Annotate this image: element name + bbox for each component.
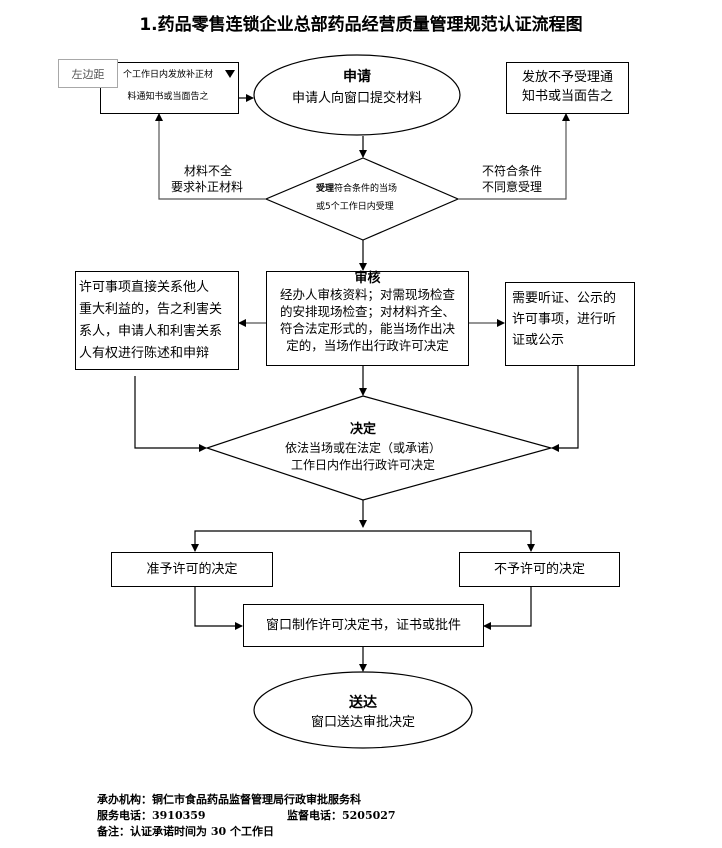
stakeholder-line: 系人，申请人和利害关系 (79, 324, 223, 339)
produce-box: 窗口制作许可决定书，证书或批件 (243, 604, 484, 647)
footer-agency: 承办机构：铜仁市食品药品监督管理局行政审批服务科 (97, 793, 361, 806)
deliver-text: 窗口送达审批决定 (310, 715, 415, 730)
review-line: 定的，当场作出行政许可决定 (286, 338, 449, 353)
correction-notice-box (100, 62, 239, 114)
arrow-hearing-to-decide (551, 365, 579, 452)
review-line: 经办人审核资料；对需现场检查 (279, 287, 455, 302)
arrow-stakeholder-to-decide (134, 376, 207, 452)
arrow-deny-to-produce (483, 586, 532, 630)
correction-notice-line2: 料通知书或当面告之 (127, 92, 209, 102)
left-margin-tag: 左边距 (58, 59, 118, 88)
supervise-phone-value: 5205027 (342, 809, 396, 822)
service-phone-value: 3910359 (152, 809, 206, 822)
incomplete-label-line2: 要求补正材料 (171, 180, 244, 194)
decide-heading: 决定 (349, 422, 376, 437)
review-line: 符合法定形式的，能当场作出决 (279, 321, 455, 336)
grant-box: 准予许可的决定 (111, 552, 273, 587)
deliver-heading: 送达 (349, 695, 377, 711)
reject-notice-line2: 知书或当面告之 (521, 89, 613, 104)
apply-heading: 申请 (343, 69, 371, 85)
review-line: 的安排现场检查；对材料齐全、 (279, 304, 455, 319)
stakeholder-line: 许可事项直接关系他人 (79, 280, 210, 295)
footer-supervise-phone: 监督电话：5205027 (287, 808, 396, 824)
hearing-line: 需要听证、公示的 (512, 291, 617, 306)
not-qualified-label-line1: 不符合条件 (482, 164, 543, 178)
accept-heading: 受理 (316, 184, 335, 194)
reject-notice-line1: 发放不予受理通 (521, 70, 613, 85)
incomplete-label-line1: 材料不全 (184, 164, 233, 178)
apply-ellipse (253, 54, 461, 136)
arrow-not-qualified (458, 113, 570, 200)
accept-line2: 或5个工作日内受理 (316, 202, 394, 212)
decide-line2: 工作日内作出行政许可决定 (290, 458, 435, 472)
service-phone-label: 服务电话： (97, 809, 152, 822)
deny-text: 不予许可的决定 (493, 562, 585, 577)
review-heading: 审核 (354, 271, 381, 286)
deny-box: 不予许可的决定 (459, 552, 620, 587)
arrow-down-icon (225, 70, 235, 78)
correction-notice-line1: 个工作日内发放补正材 (122, 70, 213, 80)
supervise-phone-label: 监督电话： (287, 809, 342, 822)
stakeholder-line: 重大利益的，告之利害关 (79, 302, 223, 317)
arrow-incomplete (155, 113, 266, 200)
hearing-line: 证或公示 (512, 333, 565, 348)
accept-text: 受理符合条件的当场 (316, 180, 397, 198)
deliver-ellipse (253, 671, 473, 749)
footer-service-phone: 服务电话：3910359 (97, 808, 206, 824)
hearing-box: 需要听证、公示的 许可事项，进行听 证或公示 (505, 282, 635, 366)
accept-line1: 符合条件的当场 (334, 184, 398, 194)
arrow-split-to-grant (191, 530, 363, 552)
page-title: 1.药品零售连锁企业总部药品经营质量管理规范认证流程图 (139, 15, 583, 35)
apply-text: 申请人向窗口提交材料 (291, 91, 422, 106)
grant-text: 准予许可的决定 (146, 562, 238, 577)
arrow-grant-to-produce (194, 586, 243, 630)
arrow-split-to-deny (363, 530, 535, 552)
review-box: 审核 经办人审核资料；对需现场检查 的安排现场检查；对材料齐全、 符合法定形式的… (266, 271, 469, 366)
stakeholder-line: 人有权进行陈述和申辩 (79, 346, 210, 361)
produce-text: 窗口制作许可决定书，证书或批件 (265, 618, 461, 633)
footer-note: 备注：认证承诺时间为 30 个工作日 (97, 825, 274, 838)
stakeholder-box: 许可事项直接关系他人 重大利益的，告之利害关 系人，申请人和利害关系 人有权进行… (75, 271, 239, 370)
not-qualified-label-line2: 不同意受理 (482, 180, 543, 194)
hearing-line: 许可事项，进行听 (512, 312, 617, 327)
reject-notice-box (506, 62, 629, 114)
decide-line1: 依法当场或在法定（或承诺） (284, 441, 441, 455)
